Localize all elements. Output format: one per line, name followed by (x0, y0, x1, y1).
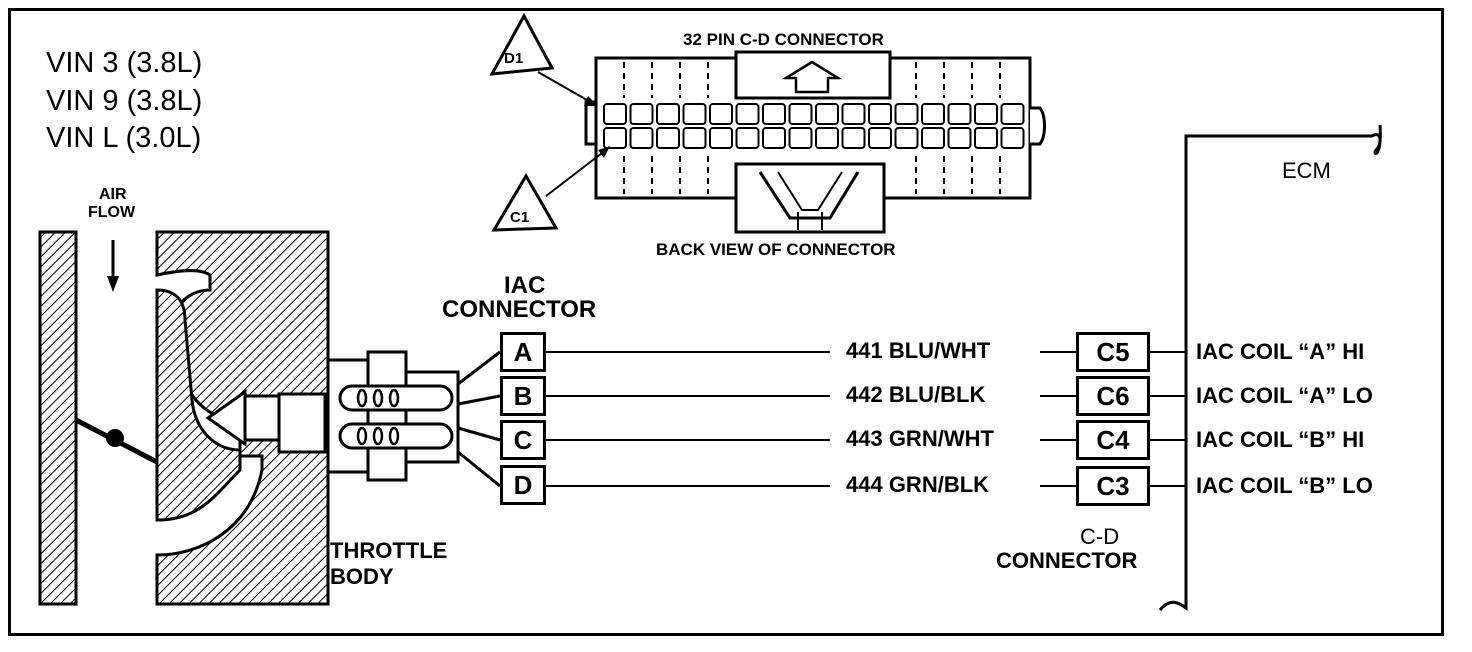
wire-circuit-442: 442 BLU/BLK (846, 382, 986, 407)
connector-cavity (921, 127, 945, 149)
ecm-function-4: IAC COIL “B” LO (1196, 473, 1373, 498)
connector-cavity (629, 127, 654, 149)
connector-cavity (709, 103, 733, 125)
connector-cavity (735, 103, 760, 125)
iac-pin-b: B (500, 376, 546, 416)
connector-cavity (1000, 103, 1025, 125)
iac-pin-a: A (500, 332, 546, 372)
ecm-function-3: IAC COIL “B” HI (1196, 427, 1365, 452)
vin-line-3: VIN L (3.0L) (46, 122, 202, 154)
cd-pin-c3: C3 (1076, 466, 1150, 506)
d1-callout-label: D1 (504, 50, 523, 67)
connector-cavity (894, 127, 919, 149)
connector-title: 32 PIN C-D CONNECTOR (683, 30, 884, 49)
cd-pin-c4: C4 (1076, 420, 1150, 460)
connector-cavity (894, 103, 919, 125)
air-flow-label-2: FLOW (88, 204, 136, 221)
connector-cavity (841, 127, 866, 149)
connector-cavity (841, 103, 866, 125)
throttle-shaft (106, 429, 124, 447)
wire-circuit-441: 441 BLU/WHT (846, 338, 991, 363)
connector-cavity (709, 127, 733, 149)
connector-cavity (735, 127, 760, 149)
air-flow-label-1: AIR (99, 186, 127, 203)
throttle-body-label-2: BODY (330, 564, 394, 589)
ecm-boundary (1158, 124, 1382, 612)
throttle-body-left-wall (38, 230, 78, 606)
idle-air-passage-wall (155, 288, 242, 522)
ecm-function-1: IAC COIL “A” HI (1196, 339, 1365, 364)
wire-circuit-444: 444 GRN/BLK (846, 472, 990, 497)
connector-cavity (868, 127, 892, 149)
connector-caption: BACK VIEW OF CONNECTOR (656, 240, 896, 259)
connector-cavity (974, 103, 998, 125)
connector-cavity (868, 103, 892, 125)
connector-cavity (656, 127, 680, 149)
wire-circuit-443: 443 GRN/WHT (846, 426, 994, 451)
connector-cavity (1000, 127, 1025, 149)
connector-cavity (974, 127, 998, 149)
cd-connector-label-2: CONNECTOR (996, 548, 1138, 573)
iac-pin-d: D (500, 465, 546, 505)
connector-cavity (762, 103, 786, 125)
d1-callout-triangle (489, 12, 555, 76)
connector-cavity (629, 103, 654, 125)
connector-cavity (815, 127, 839, 149)
connector-cavity (921, 103, 945, 125)
throttle-body-label-1: THROTTLE (330, 538, 448, 563)
cd-pin-c5: C5 (1076, 332, 1150, 372)
connector-cavity (947, 103, 972, 125)
iac-connector-title-1: IAC (504, 272, 546, 299)
32-pin-connector-drawing (584, 50, 1046, 234)
vin-line-2: VIN 9 (3.8L) (46, 85, 203, 117)
connector-cavity (762, 127, 786, 149)
cd-pin-c6: C6 (1076, 376, 1150, 416)
connector-cavities (603, 103, 1025, 149)
iac-valve-body (326, 358, 370, 474)
connector-cavity (682, 103, 707, 125)
connector-cavity (947, 127, 972, 149)
c1-callout-label: C1 (510, 209, 529, 226)
iac-connector-title-2: CONNECTOR (442, 296, 597, 323)
connector-cavity (788, 127, 813, 149)
vin-line-1: VIN 3 (3.8L) (46, 47, 203, 79)
connector-cavity (682, 127, 707, 149)
iac-pin-c: C (500, 420, 546, 460)
cd-connector-label-1: C-D (1080, 524, 1120, 549)
connector-cavity (656, 103, 680, 125)
ecm-function-2: IAC COIL “A” LO (1196, 383, 1373, 408)
connector-cavity (788, 103, 813, 125)
diagram-frame (8, 8, 1444, 636)
c1-callout-triangle (491, 173, 559, 232)
connector-cavity (603, 127, 627, 149)
connector-cavity (815, 103, 839, 125)
ecm-label: ECM (1282, 158, 1331, 183)
connector-cavity (603, 103, 627, 125)
